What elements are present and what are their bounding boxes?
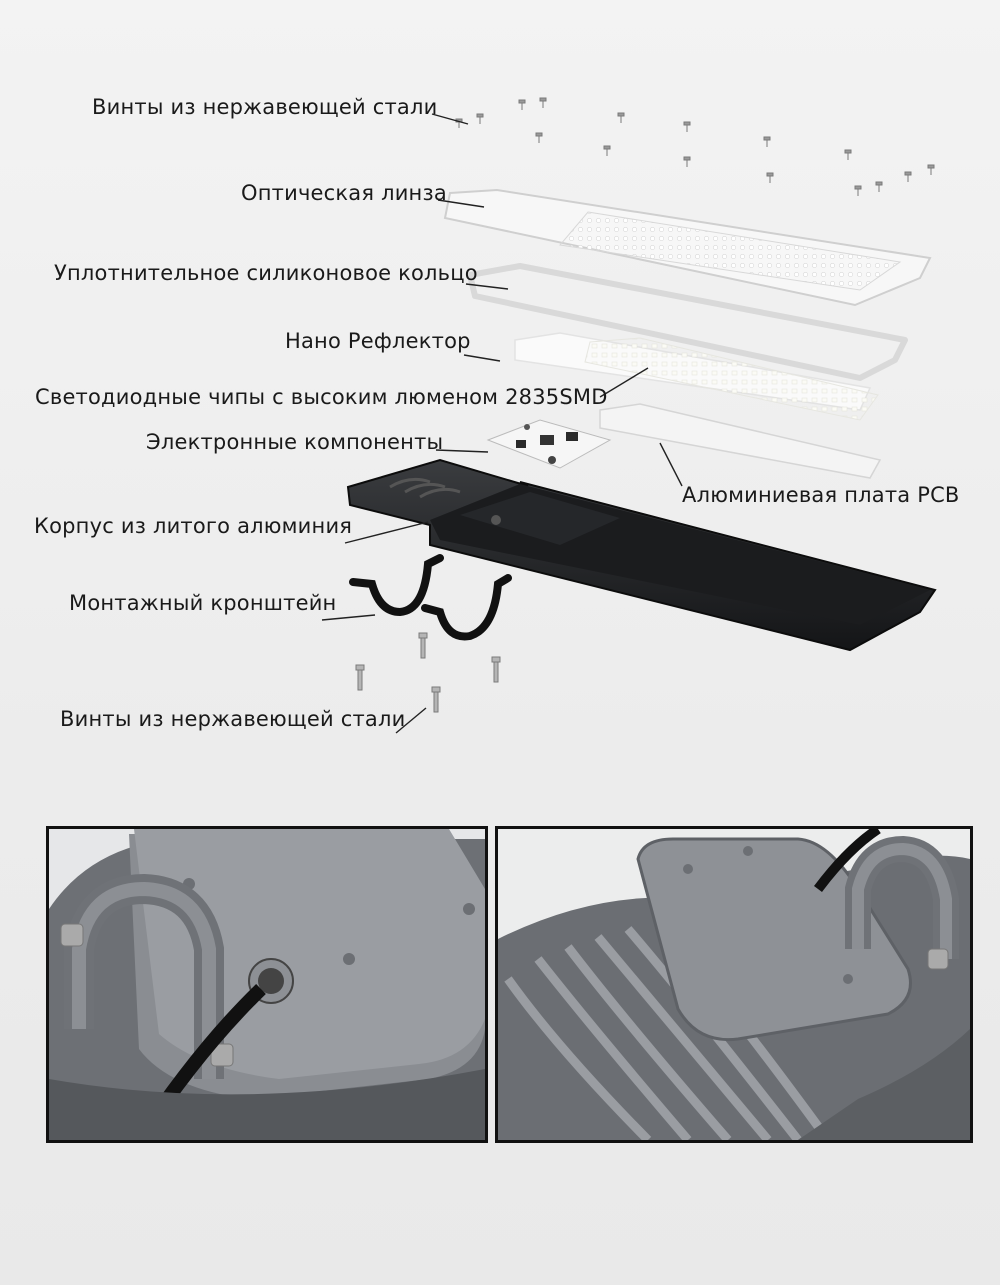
label-electronics: Электронные компоненты — [146, 430, 444, 454]
leader-line-optical-lens — [437, 199, 485, 208]
silicone-ring — [467, 263, 908, 381]
leader-line-screws-bottom — [395, 707, 427, 734]
leader-line-bracket — [321, 614, 376, 621]
photo-illustration-2 — [498, 829, 970, 1140]
leader-line-electronics — [435, 449, 489, 453]
label-aluminum-pcb: Алюминиевая плата PCB — [682, 483, 960, 507]
leader-line-led-chips — [599, 367, 649, 398]
label-led-chips: Светодиодные чипы с высоким люменом 2835… — [35, 385, 608, 409]
label-screws-bottom: Винты из нержавеющей стали — [60, 707, 406, 731]
label-screws-top: Винты из нержавеющей стали — [92, 95, 438, 119]
label-optical-lens: Оптическая линза — [241, 181, 447, 205]
housing-detail-heatsink-photo — [495, 826, 973, 1143]
leader-line-nano-reflector — [463, 354, 501, 362]
die-cast-housing — [346, 458, 937, 652]
aluminum-pcb — [599, 403, 882, 479]
mounting-bracket — [349, 554, 512, 641]
screw-set-top — [455, 97, 935, 196]
leader-lines — [321, 113, 683, 734]
optical-lens — [443, 188, 932, 307]
leader-line-screws-top — [431, 113, 469, 125]
exploded-view-illustration — [321, 97, 937, 734]
leader-line-aluminum-pcb — [659, 442, 683, 487]
label-nano-reflector: Нано Рефлектор — [285, 329, 471, 353]
led-chip-array — [584, 337, 879, 421]
housing-detail-cable-gland-photo — [46, 826, 488, 1143]
electronics-board — [486, 419, 612, 469]
photo-illustration-1 — [49, 829, 485, 1140]
label-housing: Корпус из литого алюминия — [34, 514, 353, 538]
label-mounting-bracket: Монтажный кронштейн — [69, 591, 337, 615]
leader-line-housing — [344, 521, 429, 544]
screw-set-bottom — [355, 632, 501, 713]
label-silicone-ring: Уплотнительное силиконовое кольцо — [54, 261, 478, 285]
leader-line-silicone-ring — [465, 283, 509, 290]
